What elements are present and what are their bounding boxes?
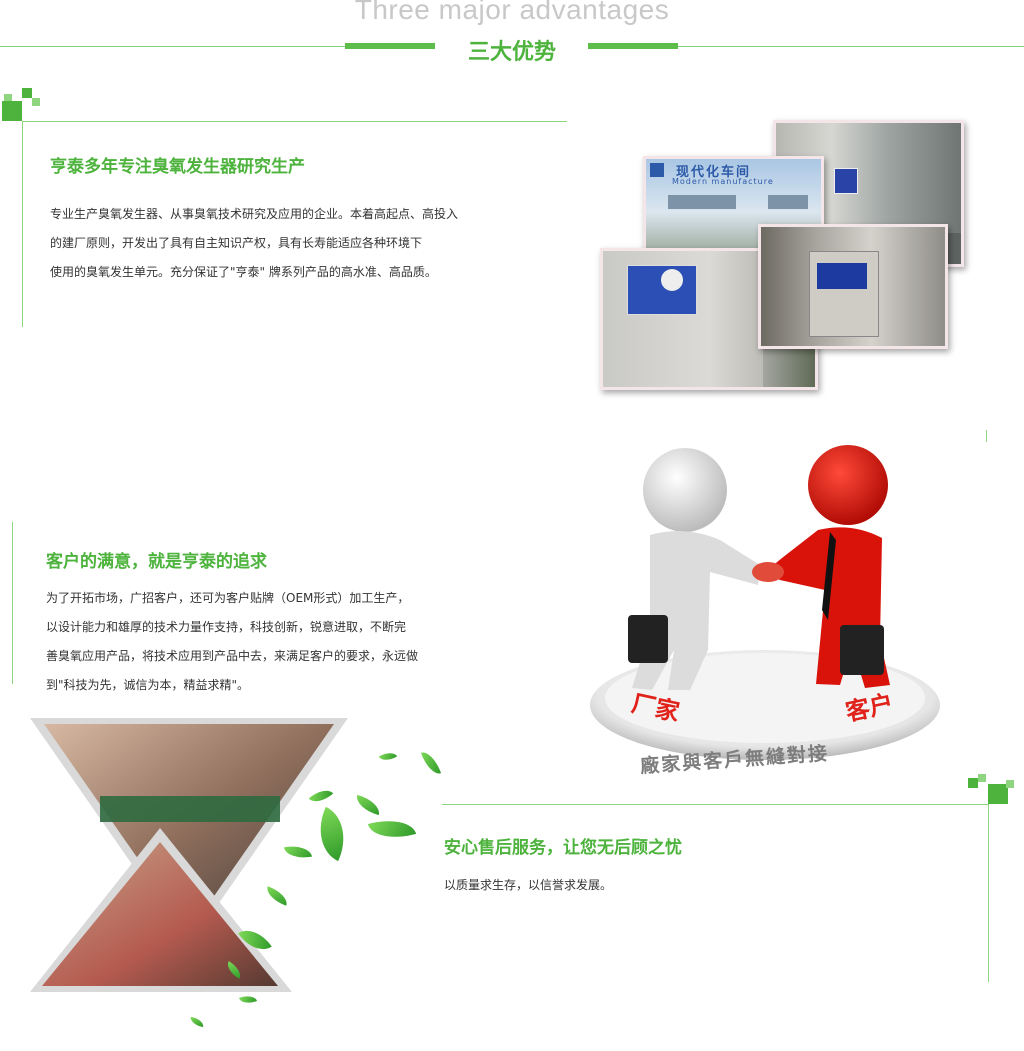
section2-marker-line <box>986 430 987 442</box>
section2-left-line <box>12 522 13 684</box>
handshake-illustration: 厂家 客户 廠家與客戶無縫對接 <box>590 440 960 790</box>
section3-top-line <box>442 804 988 805</box>
section1-line: 专业生产臭氧发生器、从事臭氧技术研究及应用的企业。本着高起点、高投入 <box>50 207 459 221</box>
section-title-chinese: 三大优势 <box>467 40 556 65</box>
section2-line: 善臭氧应用产品，将技术应用到产品中去，来满足客户的要求，永远做 <box>46 649 419 663</box>
section2-text: 为了开拓市场，广招客户，还可为客户贴牌（OEM形式）加工生产， 以设计能力和雄厚… <box>46 584 446 700</box>
section1-line: 的建厂原则，开发出了具有自主知识产权，具有长寿能适应各种环境下 <box>50 236 423 250</box>
decorative-leaves-icon <box>170 740 442 1030</box>
section3-text: 以质量求生存，以信誉求发展。 <box>444 871 844 900</box>
section2-line: 以设计能力和雄厚的技术力量作支持，科技创新，锐意进取，不断完 <box>46 620 407 634</box>
section2-title: 客户的满意，就是亨泰的追求 <box>46 552 267 572</box>
section-title-english: Three major advantages <box>354 0 670 25</box>
meeting-photo-collage <box>30 716 348 996</box>
header-left-bar <box>345 43 435 49</box>
section2-line: 为了开拓市场，广招客户，还可为客户贴牌（OEM形式）加工生产， <box>46 591 410 605</box>
corner-squares-icon <box>0 88 45 123</box>
header-right-bar <box>588 43 678 49</box>
section1-text: 专业生产臭氧发生器、从事臭氧技术研究及应用的企业。本着高起点、高投入 的建厂原则… <box>50 200 490 287</box>
section3-right-line <box>988 804 989 982</box>
factory-sign-en: Modern manufacture <box>672 177 774 186</box>
corner-squares-icon-right <box>966 772 1016 806</box>
section1-left-line <box>22 121 23 327</box>
header-right-line <box>678 46 1024 47</box>
factory-building-photo: 现代化车间 Modern manufacture <box>643 156 824 258</box>
section3-line: 以质量求生存，以信誉求发展。 <box>444 878 613 892</box>
header-left-line <box>0 46 345 47</box>
section1-title: 亨泰多年专注臭氧发生器研究生产 <box>50 157 305 177</box>
factory-sign-cn: 现代化车间 <box>676 165 752 180</box>
section1-top-line <box>22 121 567 122</box>
section1-line: 使用的臭氧发生单元。充分保证了"亨泰" 牌系列产品的高水准、高品质。 <box>50 265 437 279</box>
ozone-generator-cabinet-photo <box>758 224 948 349</box>
section2-line: 到"科技为先，诚信为本，精益求精"。 <box>46 678 250 692</box>
section3-title: 安心售后服务，让您无后顾之忧 <box>444 838 682 858</box>
